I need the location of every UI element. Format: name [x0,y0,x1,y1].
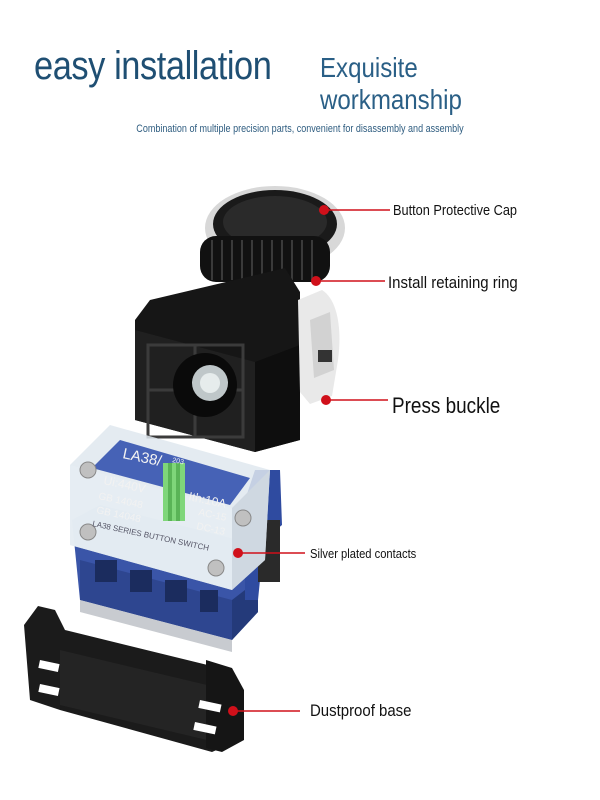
contact-block: LA38/ 203 Ui:440V Ith:10A GB 14048 GB 14… [70,425,282,652]
heading-exquisite-workmanship: Exquisite workmanship [320,52,462,115]
callout-press-buckle: Press buckle [392,393,501,418]
subtitle: Combination of multiple precision parts,… [136,123,464,135]
dustproof-base [24,606,244,752]
leader-dot-cap [319,205,329,215]
leader-dots [228,205,331,716]
callout-dustproof-base: Dustproof base [310,701,412,720]
marking-small: 203 [172,457,185,466]
leader-dot-contacts [233,548,243,558]
push-button-assembly [135,186,345,452]
leader-lines [233,209,390,712]
callout-install-retaining-ring: Install retaining ring [388,273,518,292]
callout-silver-plated-contacts: Silver plated contacts [310,546,417,561]
leader-dot-ring [311,276,321,286]
leader-dot-base [228,706,238,716]
heading-easy-installation: easy installation [34,44,272,88]
callout-button-protective-cap: Button Protective Cap [393,202,518,219]
leader-dot-buckle [321,395,331,405]
